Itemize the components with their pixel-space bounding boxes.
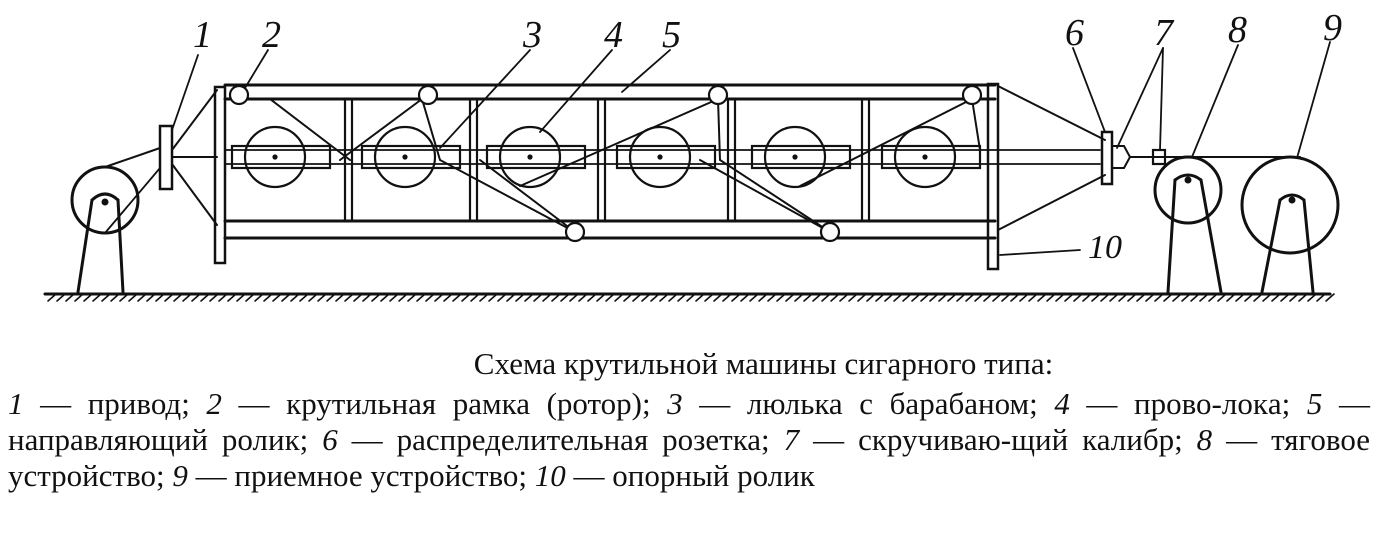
cradle-with-drum xyxy=(880,125,982,189)
guide-rollers xyxy=(228,84,983,243)
caption-item-number: 9 xyxy=(172,458,188,493)
caption-item-number: 5 xyxy=(1306,386,1323,421)
cradle-with-drum xyxy=(230,125,332,189)
caption-item-number: 8 xyxy=(1196,422,1213,457)
label-8: 8 xyxy=(1228,9,1247,51)
rotor-right-plate xyxy=(986,82,1000,271)
wires xyxy=(244,98,981,233)
label-3: 3 xyxy=(522,14,542,56)
cradle-with-drum xyxy=(750,125,852,189)
label-10: 10 xyxy=(1088,229,1122,266)
caption-item-number: 10 xyxy=(534,458,566,493)
caption-body: 1 — привод; 2 — крутильная рамка (ротор)… xyxy=(8,386,1370,494)
caption-item-text: — привод; xyxy=(23,386,207,421)
caption-item-text: — приемное устройство; xyxy=(187,458,535,493)
caption-item-number: 7 xyxy=(783,422,800,457)
label-5: 5 xyxy=(662,14,681,56)
ground xyxy=(43,292,1335,302)
caption-title: Схема крутильной машины сигарного типа: xyxy=(473,346,1054,381)
machine-diagram: 1 2 3 4 5 6 7 8 9 10 xyxy=(43,7,1342,302)
caption-item-number: 2 xyxy=(206,386,222,421)
label-2: 2 xyxy=(262,14,281,56)
caption-item-text: — скручиваю-щий калибр; xyxy=(799,422,1197,457)
caption-item-number: 1 xyxy=(8,386,24,421)
drive-unit xyxy=(158,124,174,191)
label-9: 9 xyxy=(1323,7,1342,49)
caption-item-text: — тяговое устройство; xyxy=(8,422,1370,493)
payoff-drum xyxy=(70,165,140,294)
caption-item-text: — опорный ролик xyxy=(565,458,815,493)
rotor-left-plate xyxy=(213,85,227,265)
caption-item-text: — люлька с барабаном; xyxy=(682,386,1055,421)
haul-off-device xyxy=(1153,155,1223,294)
caption-item-text: — прово-локa; xyxy=(1069,386,1307,421)
leader-lines xyxy=(171,41,1331,256)
take-up-device xyxy=(1240,155,1340,294)
label-4: 4 xyxy=(604,14,623,56)
part-labels: 1 2 3 4 5 6 7 8 9 10 xyxy=(193,7,1342,266)
caption-item-number: 6 xyxy=(322,422,338,457)
caption-item-text: — распределительная розетка; xyxy=(337,422,784,457)
label-7: 7 xyxy=(1154,12,1175,54)
twisting-die xyxy=(1111,145,1132,169)
cradle-with-drum xyxy=(615,125,717,189)
cradle-with-drum xyxy=(360,125,462,189)
twisting-frame-rotor xyxy=(223,83,1101,240)
caption-item-number: 4 xyxy=(1054,386,1070,421)
caption-item-text: — направляющий ролик; xyxy=(8,386,1370,457)
label-1: 1 xyxy=(193,14,212,56)
caption-item-number: 3 xyxy=(667,386,683,421)
label-6: 6 xyxy=(1065,12,1084,54)
caption-item-text: — крутильная рамка (ротор); xyxy=(221,386,668,421)
